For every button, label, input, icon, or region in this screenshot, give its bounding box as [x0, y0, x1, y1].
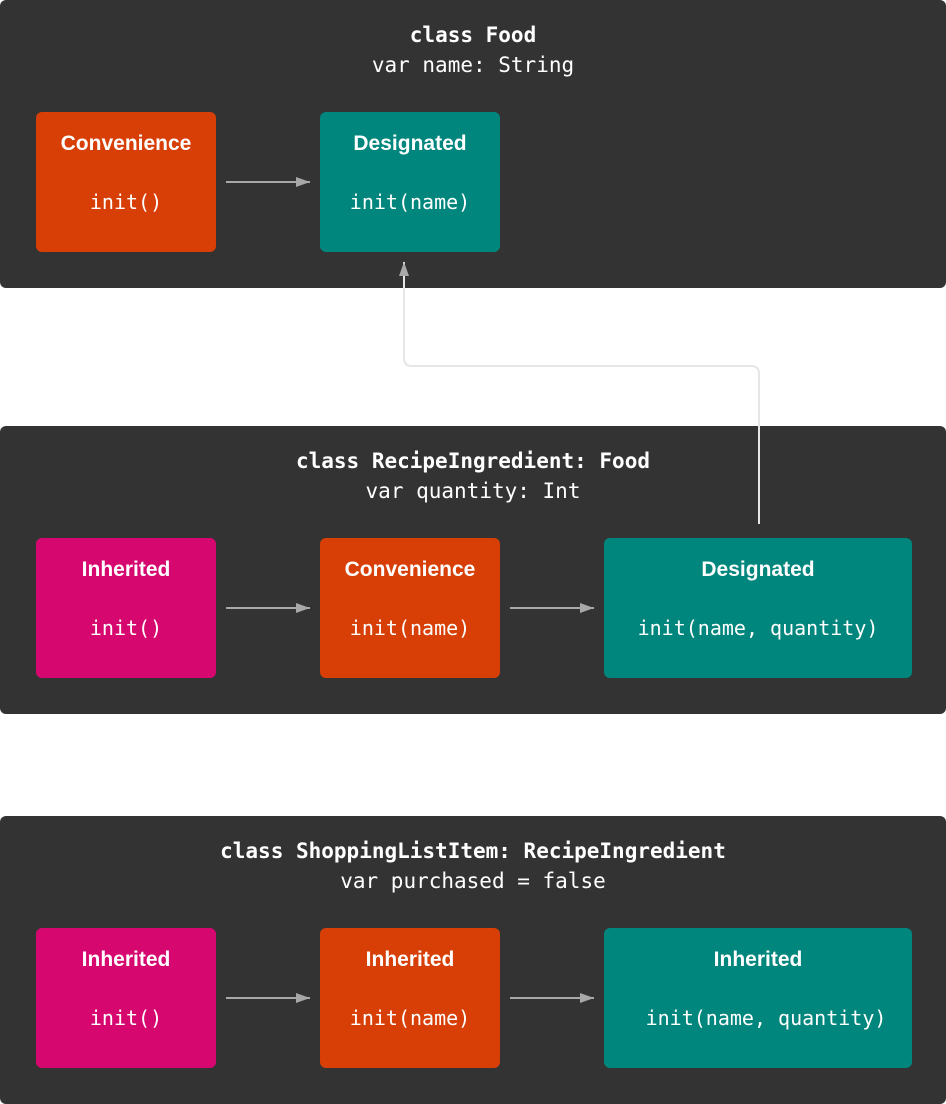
- shopping-inherited-name-init-box: Inherited init(name): [320, 928, 500, 1068]
- panel-shopping-list-item: class ShoppingListItem: RecipeIngredient…: [0, 816, 946, 1104]
- panel-subtitle: var purchased = false: [340, 869, 606, 893]
- food-designated-init-box: Designated init(name): [320, 112, 500, 252]
- panel-subtitle: var name: String: [371, 53, 575, 77]
- initializer-signature: init(name, quantity): [637, 616, 879, 640]
- recipe-convenience-init-box: Convenience init(name): [320, 538, 500, 678]
- initializer-signature: init(name, quantity): [645, 1006, 887, 1030]
- shopping-inherited-init-box: Inherited init(): [36, 928, 216, 1068]
- panel-title: class Food: [409, 23, 537, 47]
- initializer-signature: init(name): [349, 616, 471, 640]
- initializer-kind-label: Convenience: [344, 558, 476, 581]
- initializer-signature: init(name): [349, 1006, 471, 1030]
- initializer-kind-label: Designated: [701, 558, 815, 581]
- shopping-inherited-quantity-init-box: Inherited init(name, quantity): [604, 928, 912, 1068]
- initializer-signature: init(name): [349, 190, 471, 214]
- initializer-kind-label: Designated: [353, 132, 467, 155]
- initializer-kind-label: Convenience: [60, 132, 192, 155]
- recipe-designated-init-box: Designated init(name, quantity): [604, 538, 912, 678]
- panel-subtitle: var quantity: Int: [365, 479, 581, 503]
- food-convenience-init-box: Convenience init(): [36, 112, 216, 252]
- initializer-kind-label: Inherited: [81, 948, 171, 971]
- panel-recipe-ingredient: class RecipeIngredient: Food var quantit…: [0, 426, 946, 714]
- panel-title: class RecipeIngredient: Food: [295, 449, 650, 473]
- panel-food: class Food var name: String Convenience …: [0, 0, 946, 288]
- initializer-signature: init(): [89, 1006, 163, 1030]
- initializer-signature: init(): [89, 190, 163, 214]
- initializer-kind-label: Inherited: [365, 948, 455, 971]
- initializer-kind-label: Inherited: [81, 558, 171, 581]
- panel-title: class ShoppingListItem: RecipeIngredient: [220, 839, 726, 863]
- initializer-kind-label: Inherited: [713, 948, 803, 971]
- initializer-signature: init(): [89, 616, 163, 640]
- recipe-inherited-init-box: Inherited init(): [36, 538, 216, 678]
